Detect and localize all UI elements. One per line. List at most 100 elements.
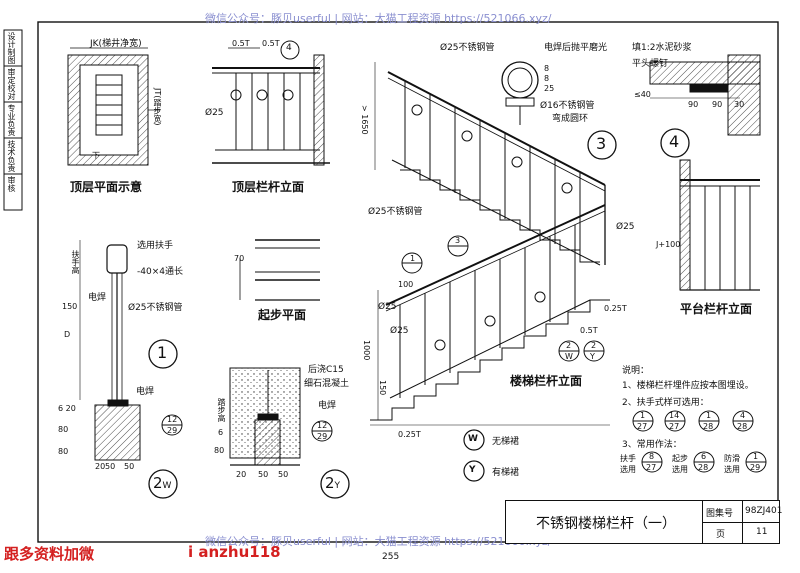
notes-n1: 1、楼梯栏杆埋件应按本图埋设。 [622, 381, 754, 391]
legend-y-circle [463, 460, 485, 482]
title-block: 不锈钢楼梯栏杆（一） 图集号 98ZJ401 页 11 [505, 500, 783, 544]
d2y-d6: 6 [218, 428, 224, 437]
notes-ref3-1-bot: 28 [698, 463, 709, 472]
d3-pipe: Ø25不锈钢管 [440, 43, 495, 53]
notes-ref2-2-bot: 28 [703, 422, 714, 431]
main-pipe-r: Ø25 [616, 222, 635, 232]
d3-d8a: 8 [544, 64, 550, 73]
d2y-gravel: 细石混凝土 [304, 379, 350, 389]
main-elev-caption: 楼梯栏杆立面 [510, 374, 583, 388]
notes-ref2-3-top: 4 [740, 411, 746, 420]
detail-2w-circle [148, 469, 178, 499]
main-h150: 150 [378, 380, 387, 396]
legend-w-circle [463, 429, 485, 451]
main-elev-ref-2y [583, 340, 605, 362]
main-elev-callout-3 [447, 235, 469, 257]
notes-ref3-2-top: 1 [753, 452, 759, 461]
main-elev-callout-1 [401, 252, 423, 274]
notes-ref2-1-top: 14 [669, 411, 680, 420]
top-plan [67, 47, 160, 166]
title-block-page-label: 页 [716, 530, 726, 540]
landing-elevation [679, 159, 760, 291]
title-block-set-value: 98ZJ401 [745, 506, 783, 516]
d3-d25: 25 [544, 84, 555, 93]
d3-ring: Ø16不锈钢管 [540, 101, 595, 111]
d3-ring2: 弯成圆环 [552, 114, 589, 124]
d4-num: 4 [669, 132, 680, 151]
main-c1: 1 [410, 254, 416, 263]
d2w-d80b: 80 [58, 447, 69, 456]
top-plan-depth: JT(踏步宽) [153, 88, 162, 126]
notes-ref-circles [632, 410, 767, 473]
d2y-pour: 后浇C15 [308, 365, 344, 375]
main-pipe-s: Ø25 [390, 326, 409, 336]
notes-n3: 3、常用作法： [622, 440, 682, 450]
top-elevation [212, 47, 330, 166]
sec1-dD: D [64, 330, 71, 339]
notes-ref3-0-bot: 27 [646, 463, 657, 472]
d2w-d50b: 50 [124, 462, 135, 471]
main-d05t: 0.5T [580, 326, 598, 335]
top-plan-well: JK(梯井净宽) [90, 39, 142, 49]
side-strip-text-3: 技术负责 [7, 140, 16, 172]
detail-4-drawing [649, 54, 761, 136]
top-plan-caption: 顶层平面示意 [70, 180, 143, 194]
d2w-ref-bot: 29 [167, 426, 178, 435]
main-d025t-a: 0.25T [604, 304, 627, 313]
d2w-d20: 6 20 [58, 404, 76, 413]
d3-d8b: 8 [544, 74, 550, 83]
main-h1650: > 1650 [360, 105, 369, 135]
d2w-weld: 电焊 [136, 387, 155, 397]
start-plan-caption: 起步平面 [258, 308, 307, 322]
notes-n2: 2、扶手式样可选用： [622, 398, 709, 408]
main-h1000: 1000 [362, 340, 371, 361]
main-ref2w-bot: W [565, 352, 573, 361]
detail-2y-ref [311, 420, 333, 442]
notes-ref3-0-top: 8 [649, 452, 655, 461]
sec1-pipe: Ø25不锈钢管 [128, 303, 183, 313]
title-block-page-value: 11 [756, 527, 768, 537]
main-ref2y-bot: Y [590, 352, 595, 361]
detail-2y-drawing [229, 367, 301, 466]
legend-w-letter: W [468, 434, 478, 444]
d2y-ref-top: 12 [317, 421, 328, 430]
sec1-weld: 电焊 [88, 293, 107, 303]
d2y-d20: 20 [236, 470, 247, 479]
notes-ref2-0-bot: 27 [637, 422, 648, 431]
main-num3: 3 [596, 134, 607, 153]
sec1-handrail-height: 扶手高 [71, 250, 80, 274]
d2y-step: 踏步高 [217, 398, 226, 422]
d2y-d50a: 50 [258, 470, 269, 479]
d4-d90a: 90 [688, 100, 699, 109]
notes-ref3-label-0: 扶手选用 [620, 454, 636, 474]
d2w-ref-top: 12 [167, 415, 178, 424]
start-plan-dim70: 70 [234, 254, 245, 263]
section-1-circle [148, 339, 178, 369]
landing-h: J+100 [656, 240, 681, 249]
d4-d30: 30 [734, 100, 745, 109]
d2y-num-sub: Y [334, 481, 341, 491]
notes-ref3-label-2: 防滑选用 [724, 454, 740, 474]
top-elev-caption: 顶层栏杆立面 [232, 180, 305, 194]
side-strip-text-0: 设计制图 [7, 32, 16, 64]
main-d025t-b: 0.25T [398, 430, 421, 439]
side-strip-text-1: 审定校对 [7, 68, 16, 100]
detail-2y-circle [320, 469, 350, 499]
d4-d90b: 90 [712, 100, 723, 109]
sec1-num: 1 [157, 343, 168, 362]
d2w-d50a: 50 [105, 462, 116, 471]
title-block-title: 不锈钢楼梯栏杆（一） [536, 516, 676, 532]
landing-caption: 平台栏杆立面 [680, 302, 753, 316]
watermark-bottom: 微信公众号：豚贝userful | 网站：大猫工程资源 https://5210… [205, 535, 552, 548]
detail-3-drawing [501, 61, 539, 125]
notes-title: 说明： [622, 366, 650, 376]
promo-right: i anzhu118 [188, 543, 281, 561]
section-1-drawing [79, 240, 141, 461]
main-stair-elevation [370, 62, 610, 426]
d2y-ref-bot: 29 [317, 432, 328, 441]
d2y-num: 2Y [325, 474, 340, 492]
notes-ref2-2-top: 1 [706, 411, 712, 420]
page-number: 255 [382, 552, 400, 562]
sec1-flatbar: -40×4通长 [137, 267, 183, 277]
